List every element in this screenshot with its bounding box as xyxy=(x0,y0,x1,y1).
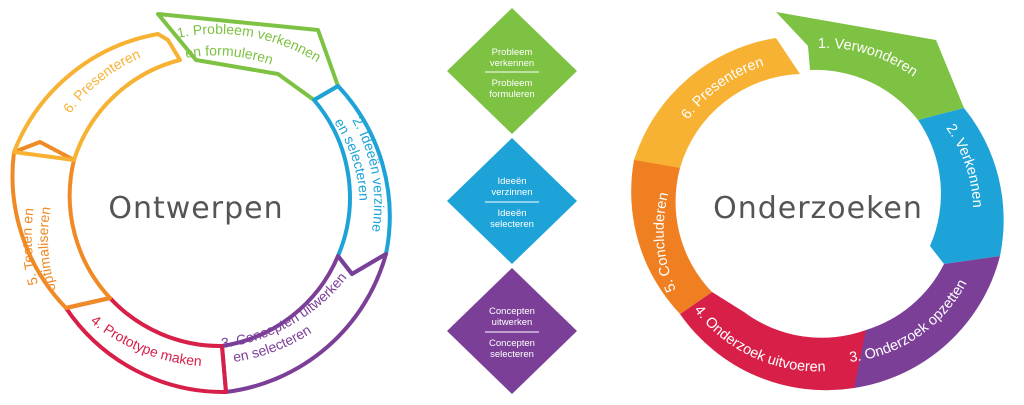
diamond-2-bottom-line2: selecteren xyxy=(490,219,534,230)
diamond-2-top-line2: verzinnen xyxy=(491,187,532,198)
ontwerpen-step-6-shape xyxy=(12,32,182,162)
diamond-1-top-line2: verkennen xyxy=(490,58,534,69)
diamond-concepten: Concepten uitwerken Concepten selecteren xyxy=(447,268,577,394)
diamond-2-top-line1: Ideeën xyxy=(497,176,526,187)
ontwerpen-title: Ontwerpen xyxy=(108,191,283,226)
diamond-3-top-line1: Concepten xyxy=(489,306,535,317)
onderzoeken-cycle: 1. Verwonderen 2. Verkennen 3. Onderzoek… xyxy=(631,12,1004,391)
diamond-2-bottom-line1: Ideeën xyxy=(497,208,526,219)
diamond-ideeen: Ideeën verzinnen Ideeën selecteren xyxy=(447,138,577,264)
diamond-3-bottom-line1: Concepten xyxy=(489,338,535,349)
ontwerpen-step-4-shape xyxy=(64,296,228,395)
onderzoeken-step-4-shape xyxy=(680,292,866,391)
diamond-1-bottom-line2: formuleren xyxy=(489,89,534,100)
diamond-3-bottom-line2: selecteren xyxy=(490,349,534,360)
diamond-1-top-line1: Probleem xyxy=(492,47,533,58)
diamond-1-bottom-line1: Probleem xyxy=(492,78,533,89)
diamond-column: Probleem verkennen Probleem formuleren I… xyxy=(447,8,577,394)
ontwerpen-step-5-shape xyxy=(10,140,112,310)
ontwerpen-step-3-shape xyxy=(220,252,388,394)
onderzoeken-step-2-shape xyxy=(918,108,1004,264)
onderzoeken-step-3-shape xyxy=(846,256,1000,388)
onderzoeken-step-5-shape xyxy=(631,144,712,314)
onderzoeken-step-6-shape xyxy=(634,38,800,168)
diamond-probleem: Probleem verkennen Probleem formuleren xyxy=(447,8,577,134)
onderzoeken-step-1-shape xyxy=(776,12,964,120)
onderzoeken-title: Onderzoeken xyxy=(713,191,923,226)
ontwerpen-cycle: 1. Probleem verkennen en formuleren 2. I… xyxy=(0,0,392,395)
diamond-3-top-line2: uitwerken xyxy=(492,317,533,328)
